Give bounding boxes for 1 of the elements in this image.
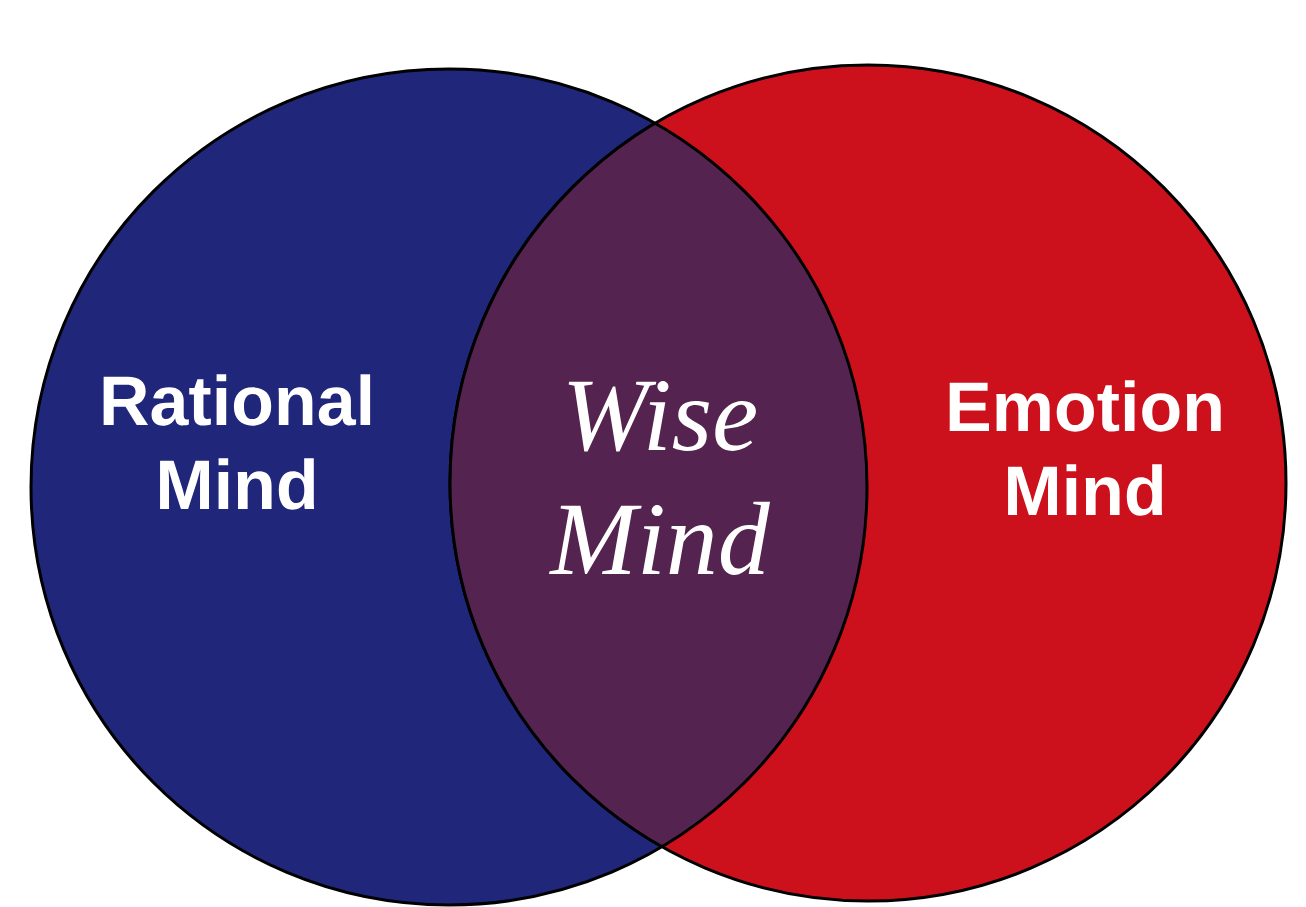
overlap-region: Wise Mind (450, 67, 869, 901)
